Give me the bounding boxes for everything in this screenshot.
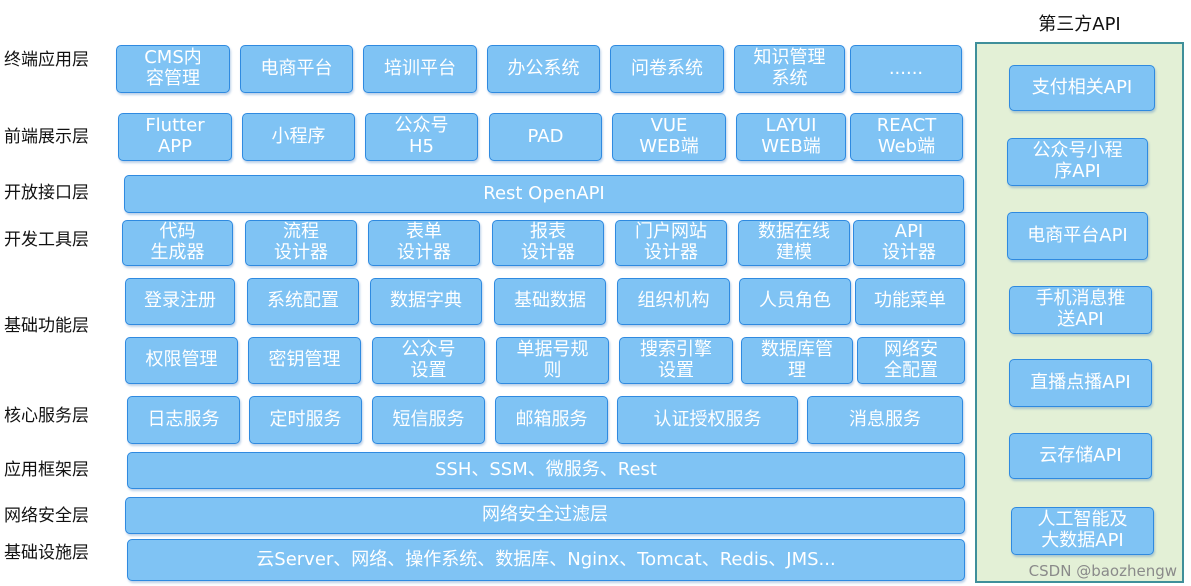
devtool-box: 报表 设计器	[492, 220, 604, 266]
devtool-box: 表单 设计器	[368, 220, 480, 266]
open-api-box: Rest OpenAPI	[124, 175, 964, 213]
terminal-app-box: 电商平台	[240, 45, 353, 93]
third-party-api-box: 电商平台API	[1007, 212, 1148, 260]
devtool-box: 代码 生成器	[122, 220, 233, 266]
frontend-box: VUE WEB端	[612, 113, 726, 161]
core-service-box: 认证授权服务	[617, 396, 798, 444]
core-service-box: 消息服务	[807, 396, 963, 444]
third-party-api-box: 云存储API	[1009, 433, 1152, 479]
devtool-box: 流程 设计器	[245, 220, 357, 266]
third-party-api-box: 公众号小程 序API	[1007, 138, 1148, 186]
layer-label-basic-functions: 基础功能层	[4, 316, 89, 336]
third-party-api-box: 支付相关API	[1009, 65, 1155, 111]
layer-label-devtools: 开发工具层	[4, 230, 89, 250]
basic-function-box: 网络安 全配置	[857, 337, 965, 384]
frontend-box: LAYUI WEB端	[736, 113, 846, 161]
layer-label-open-api: 开放接口层	[4, 183, 89, 203]
terminal-app-box: 培训平台	[363, 45, 477, 93]
core-service-box: 邮箱服务	[495, 396, 608, 444]
third-party-api-box: 手机消息推 送API	[1009, 286, 1152, 334]
third-party-api-box: 直播点播API	[1009, 359, 1152, 407]
basic-function-box: 人员角色	[739, 278, 851, 325]
devtool-box: 数据在线 建模	[738, 220, 850, 266]
core-service-box: 日志服务	[127, 396, 240, 444]
basic-function-box: 组织机构	[617, 278, 730, 325]
layer-label-app-framework: 应用框架层	[4, 460, 89, 480]
app-framework-box: SSH、SSM、微服务、Rest	[127, 452, 965, 489]
frontend-box: PAD	[489, 113, 602, 161]
devtool-box: 门户网站 设计器	[615, 220, 727, 266]
basic-function-box: 单据号规 则	[496, 337, 609, 384]
frontend-box: 小程序	[242, 113, 355, 161]
frontend-box: Flutter APP	[118, 113, 232, 161]
watermark: CSDN @baozhengw	[1028, 562, 1177, 580]
layer-label-network-security: 网络安全层	[4, 506, 89, 526]
terminal-app-box: 办公系统	[487, 45, 600, 93]
basic-function-box: 密钥管理	[248, 337, 361, 384]
layer-label-infrastructure: 基础设施层	[4, 543, 89, 563]
third-party-api-box: 人工智能及 大数据API	[1011, 507, 1154, 555]
terminal-app-box: 问卷系统	[610, 45, 724, 93]
basic-function-box: 基础数据	[494, 278, 606, 325]
third-party-title: 第三方API	[1038, 14, 1121, 35]
frontend-box: 公众号 H5	[365, 113, 478, 161]
frontend-box: REACT Web端	[850, 113, 963, 161]
core-service-box: 短信服务	[372, 396, 485, 444]
layer-label-frontend: 前端展示层	[4, 127, 89, 147]
basic-function-box: 公众号 设置	[372, 337, 485, 384]
core-service-box: 定时服务	[249, 396, 362, 444]
basic-function-box: 数据字典	[370, 278, 482, 325]
network-security-box: 网络安全过滤层	[125, 497, 965, 534]
terminal-app-box: ......	[850, 45, 962, 93]
basic-function-box: 搜索引擎 设置	[619, 337, 733, 384]
terminal-app-box: CMS内 容管理	[116, 45, 230, 93]
basic-function-box: 权限管理	[125, 337, 238, 384]
devtool-box: API 设计器	[853, 220, 965, 266]
layer-label-terminal: 终端应用层	[4, 50, 89, 70]
basic-function-box: 登录注册	[125, 278, 235, 325]
basic-function-box: 功能菜单	[855, 278, 965, 325]
basic-function-box: 系统配置	[247, 278, 359, 325]
infrastructure-box: 云Server、网络、操作系统、数据库、Nginx、Tomcat、Redis、J…	[127, 539, 965, 581]
layer-label-core-services: 核心服务层	[4, 406, 89, 426]
terminal-app-box: 知识管理 系统	[734, 45, 845, 93]
basic-function-box: 数据库管 理	[741, 337, 853, 384]
